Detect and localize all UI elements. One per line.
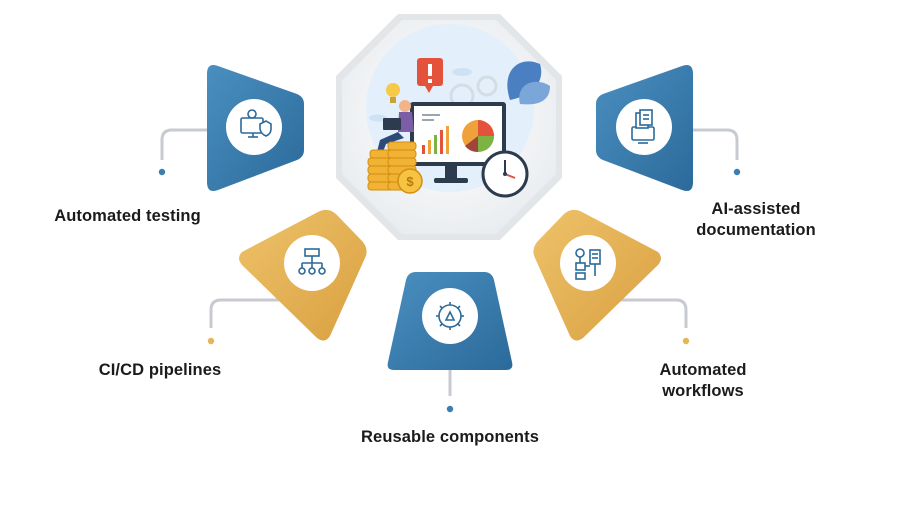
monitor-shield-icon — [240, 109, 272, 138]
item-ci-cd-pipelines — [239, 209, 367, 341]
connector-ai-assisted-documentation — [692, 128, 739, 160]
label-ai-assisted-documentation: AI-assisted documentation — [672, 199, 840, 241]
label-automated-testing: Automated testing — [54, 207, 201, 225]
documents-monitor-icon — [631, 109, 655, 144]
icon-badge — [560, 235, 616, 291]
connector-ci-cd-pipelines — [209, 298, 283, 328]
item-reusable-components — [387, 272, 513, 370]
label-ci-cd-pipelines: CI/CD pipelines — [98, 361, 222, 379]
label-line: Automated — [659, 361, 747, 379]
connector-automated-workflows — [617, 298, 688, 328]
central-hub: $ — [336, 14, 562, 240]
connector-dots — [158, 168, 741, 413]
connectors — [160, 128, 739, 396]
gear-recycle-icon — [436, 302, 464, 330]
label-line: AI-assisted — [711, 200, 801, 218]
connector-automated-testing — [160, 128, 212, 160]
workflow-document-icon — [575, 248, 601, 280]
icon-badge — [226, 99, 282, 155]
item-automated-testing — [207, 65, 304, 191]
analytics-dashboard-illustration: $ — [366, 24, 550, 198]
label-automated-workflows: Automated workflows — [628, 360, 778, 402]
item-ai-assisted-documentation — [596, 65, 693, 191]
item-automated-workflows — [533, 209, 661, 341]
svg-text:$: $ — [406, 174, 414, 189]
label-reusable-components: Reusable components — [361, 428, 539, 446]
icon-badge — [422, 288, 478, 344]
label-line: documentation — [696, 221, 816, 239]
hierarchy-flow-icon — [298, 248, 326, 275]
label-line: workflows — [662, 382, 744, 400]
